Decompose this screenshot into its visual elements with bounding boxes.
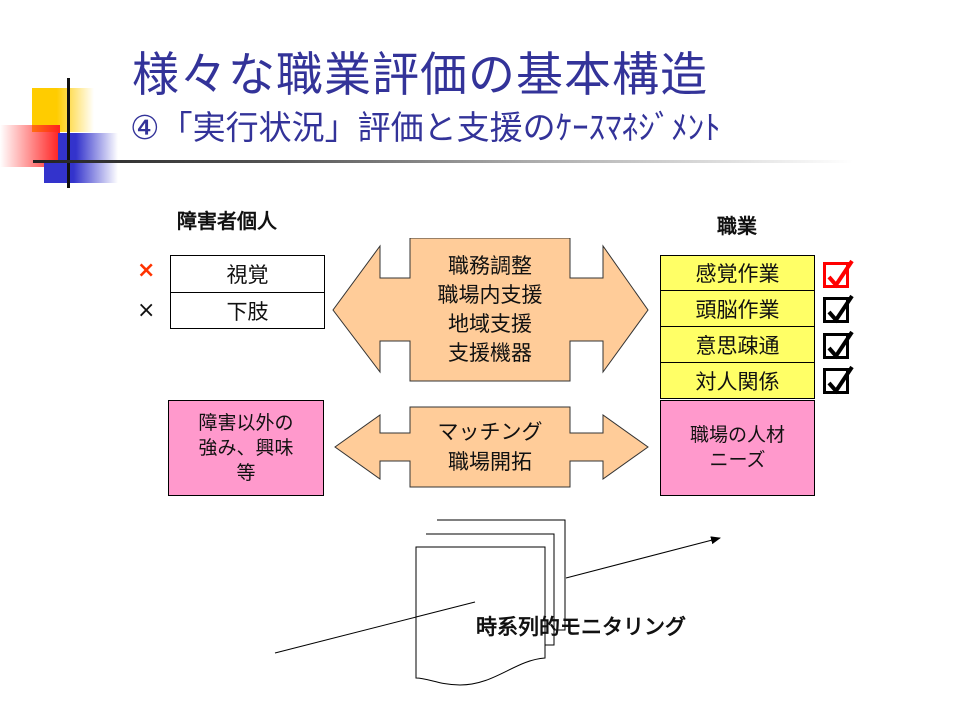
matching-arrow-shape — [334, 406, 649, 488]
requirement-label: 意思疎通 — [695, 333, 780, 358]
strengths-line: 強み、興味 — [198, 436, 294, 459]
needs-line: 職場の人材 — [689, 424, 785, 446]
impairment-label: 下肢 — [226, 299, 269, 324]
impairment-label: 視覚 — [226, 263, 269, 287]
impairment-visual: 視覚 — [170, 255, 325, 293]
support-item: 支援機器 — [448, 341, 532, 365]
timeline-line-inside — [415, 601, 476, 618]
logo-blue-square-lower — [44, 160, 118, 183]
requirement-sensory: 感覚作業 — [660, 255, 815, 291]
support-arrow-shape — [332, 238, 649, 382]
checkmark-icon — [827, 365, 854, 395]
checkbox-sensory[interactable] — [823, 259, 854, 289]
logo-vertical-line — [67, 78, 70, 188]
monitoring-graphic — [274, 519, 721, 686]
impairment-mark-0: × — [137, 258, 156, 283]
strengths-line: 等 — [236, 461, 256, 484]
strengths-box: 障害以外の 強み、興味 等 — [168, 400, 324, 496]
requirement-label: 感覚作業 — [695, 262, 780, 286]
support-double-arrow — [332, 238, 649, 382]
requirement-interpersonal: 対人関係 — [660, 362, 815, 399]
requirement-label: 頭脳作業 — [695, 297, 780, 322]
matching-arrow-text: マッチング 職場開拓 — [410, 408, 570, 486]
monitoring-label: 時系列的モニタリング — [476, 615, 686, 639]
job-heading: 職業 — [717, 214, 757, 238]
support-arrow-text: 職務調整 職場内支援 地域支援 支援機器 — [410, 242, 570, 378]
title-underline — [33, 160, 853, 163]
requirement-label: 対人関係 — [695, 369, 780, 394]
requirement-cognitive: 頭脳作業 — [660, 290, 815, 327]
workplace-needs-box: 職場の人材 ニーズ — [660, 400, 815, 496]
matching-item: マッチング — [437, 420, 543, 444]
matching-double-arrow — [334, 406, 649, 488]
slide-title: 様々な職業評価の基本構造 — [132, 48, 708, 103]
document-front-icon — [415, 546, 546, 686]
checkmark-icon — [827, 259, 854, 289]
needs-line: ニーズ — [709, 449, 766, 471]
timeline-arrow — [565, 536, 721, 579]
individual-heading: 障害者個人 — [177, 209, 277, 233]
checkmark-icon — [827, 294, 854, 324]
checkmark-icon — [827, 330, 854, 360]
slide-subtitle: ④「実行状況」評価と支援のｹｰｽﾏﾈｼﾞﾒﾝﾄ — [130, 108, 721, 147]
requirement-communication: 意思疎通 — [660, 326, 815, 363]
impairment-lower-limb: 下肢 — [170, 292, 325, 329]
strengths-line: 障害以外の — [198, 411, 294, 434]
matching-item: 職場開拓 — [448, 450, 532, 474]
support-item: 職場内支援 — [437, 283, 543, 307]
support-item: 職務調整 — [448, 254, 532, 278]
impairment-mark-1: × — [137, 298, 156, 323]
checkbox-communication[interactable] — [823, 330, 854, 360]
checkbox-cognitive[interactable] — [823, 294, 854, 324]
logo-yellow-square — [32, 88, 94, 132]
support-item: 地域支援 — [448, 312, 532, 336]
checkbox-interpersonal[interactable] — [823, 365, 854, 395]
